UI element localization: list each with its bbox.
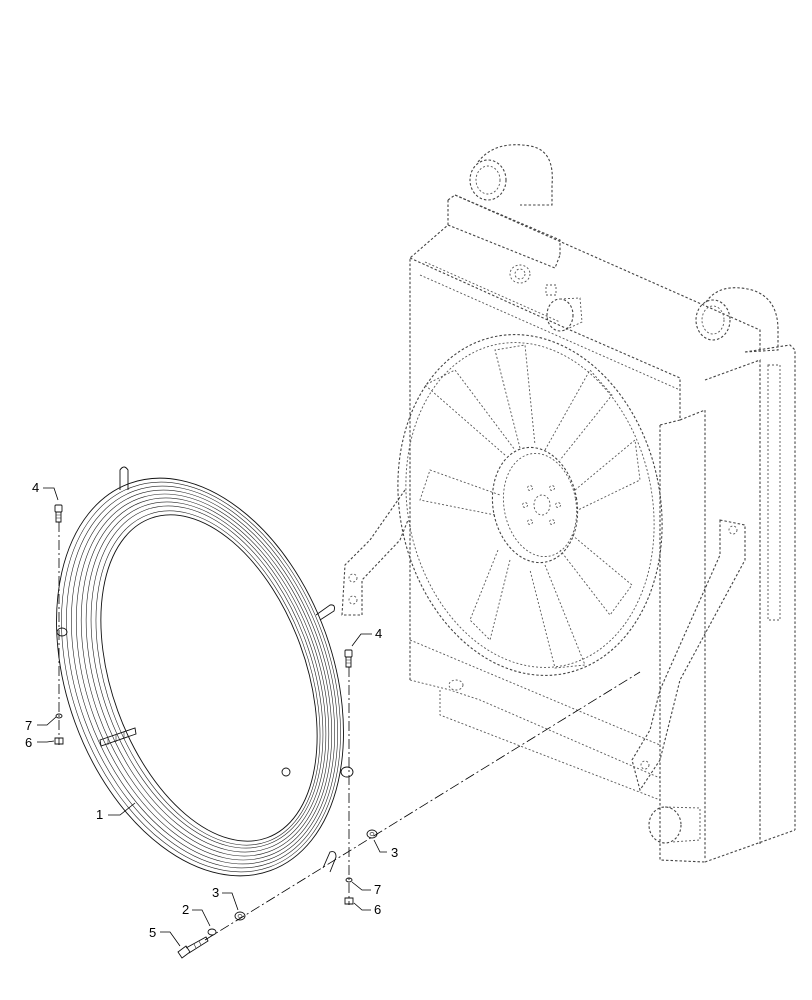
- callout-3-right: 3: [391, 845, 398, 860]
- guard-bracket-left: [56, 627, 68, 637]
- callout-1: 1: [96, 807, 103, 822]
- callout-6-right: 6: [374, 902, 381, 917]
- fan-blades: [419, 344, 641, 669]
- callout-4-right: 4: [375, 626, 382, 641]
- left-mounting-bracket: [341, 489, 409, 616]
- bolt-5: [177, 936, 209, 959]
- lockwasher-7-left: [55, 713, 63, 719]
- nut-6-left: [54, 737, 64, 745]
- guard-top-hook: [119, 466, 129, 490]
- washer-3-lower: [234, 911, 246, 921]
- top-inlet-pipe: [469, 144, 553, 206]
- callout-leaders: [37, 487, 387, 947]
- radiator-core: [409, 194, 796, 863]
- bolt-4-left: [54, 504, 63, 523]
- guard-left-clip: [99, 727, 137, 747]
- right-upper-pipe: [695, 287, 779, 353]
- nut-6-right: [344, 897, 354, 905]
- callout-7-left: 7: [25, 718, 32, 733]
- bottom-outlet-pipe: [648, 806, 701, 844]
- washer-3-right: [366, 829, 378, 839]
- fan-shroud-ring: [397, 334, 663, 676]
- center-lines: [58, 522, 641, 941]
- radiator-assembly: [341, 144, 796, 863]
- callout-labels: 4 1 2 3 3 4 5 6 6 7 7: [25, 480, 398, 940]
- callout-6-left: 6: [25, 735, 32, 750]
- callout-4-left: 4: [32, 480, 39, 495]
- guard-bracket-right: [340, 766, 354, 778]
- callout-3-lower: 3: [212, 885, 219, 900]
- callout-2: 2: [182, 902, 189, 917]
- callout-5: 5: [149, 925, 156, 940]
- lockwasher-2: [207, 928, 217, 936]
- right-support-strut: [631, 519, 746, 792]
- center-small-pipe: [509, 264, 583, 332]
- bolt-4-right: [344, 649, 353, 668]
- callout-7-right: 7: [374, 882, 381, 897]
- guard-right-hook: [315, 604, 335, 621]
- fan-guard-ring: [56, 466, 354, 877]
- fan-hub: [491, 446, 579, 564]
- guard-bottom-hook: [322, 851, 337, 873]
